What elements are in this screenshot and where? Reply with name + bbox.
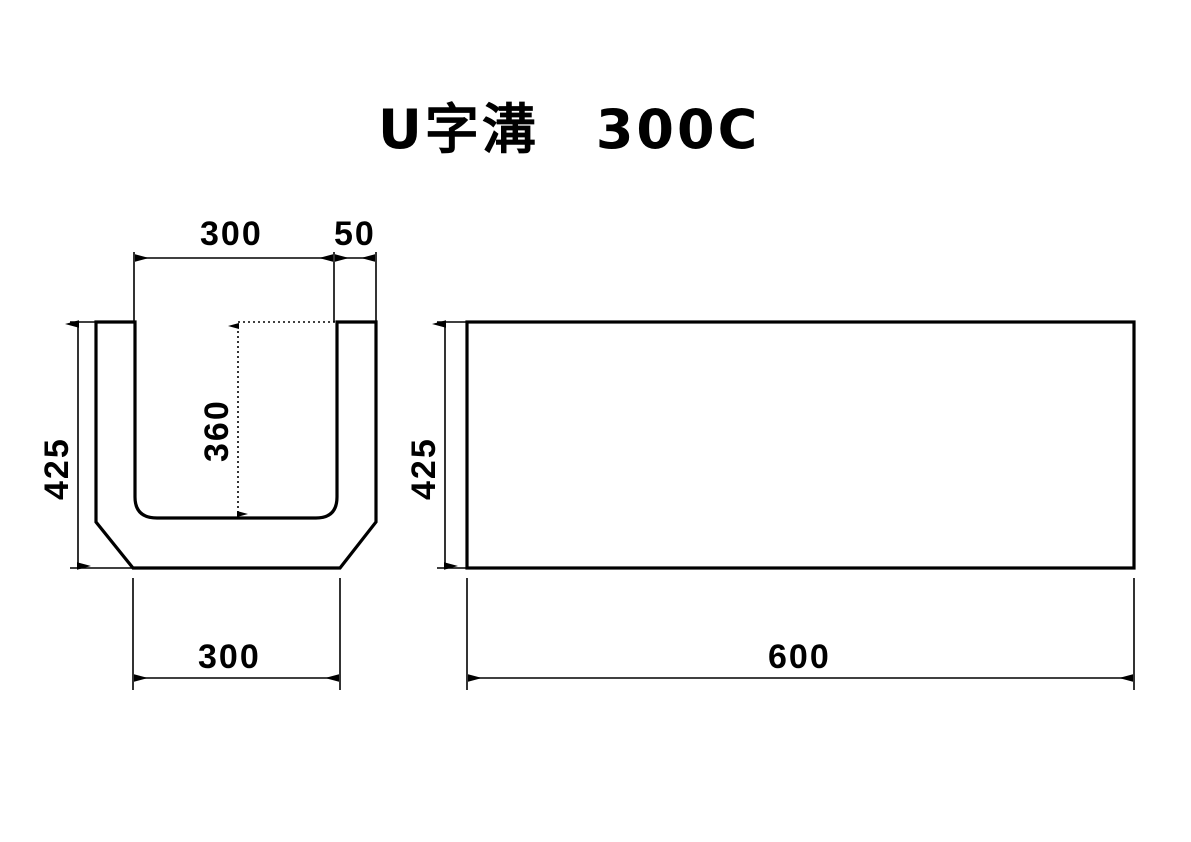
u-channel-outline (94, 320, 378, 570)
cross-section-view (94, 320, 378, 570)
side-elevation-height-dimension: 425 (405, 320, 467, 570)
dim-label-bottom-300: 300 (198, 638, 261, 676)
dim-label-side-height-425: 425 (405, 437, 443, 500)
side-elevation-length-dimension: 600 (466, 578, 1135, 690)
drawing-title: U字溝 300C (378, 98, 760, 161)
cross-section-bottom-dimension: 300 (132, 578, 341, 690)
dim-label-depth-360: 360 (198, 399, 236, 462)
dim-label-wall-thickness: 50 (334, 215, 376, 253)
dim-label-height-425: 425 (38, 437, 76, 500)
side-elevation-view (465, 320, 1136, 570)
side-elevation-outline (465, 320, 1136, 570)
dim-label-inner-width: 300 (200, 215, 263, 253)
cross-section-top-dimensions: 300 50 (133, 215, 377, 322)
dim-label-length-600: 600 (768, 638, 831, 676)
cross-section-inner-depth-dimension: 360 (198, 321, 340, 517)
cross-section-height-dimension: 425 (38, 320, 133, 570)
